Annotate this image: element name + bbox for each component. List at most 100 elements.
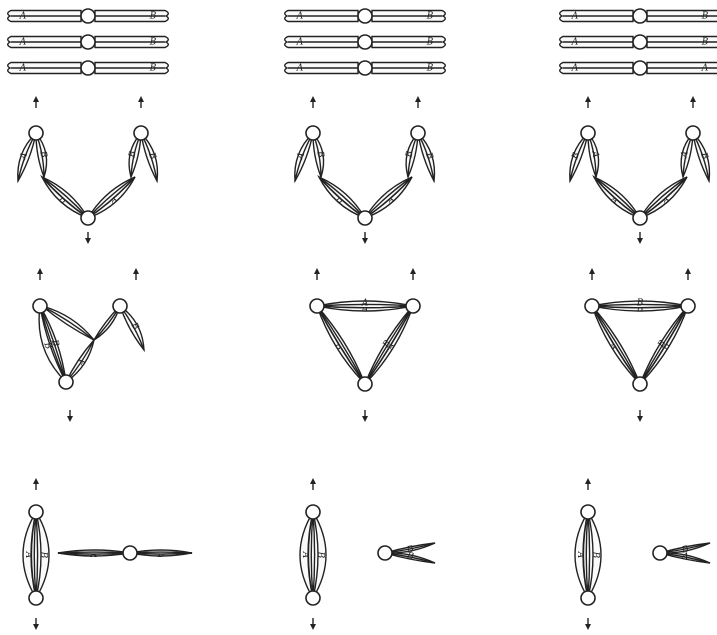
centromere [378,546,392,560]
chromatid-outline [42,177,88,218]
arrow-head [37,268,43,274]
centromere [411,126,425,140]
arrow-down [310,618,316,630]
chromatid-outline [319,177,365,218]
arrow-up [310,96,316,108]
allele-label: A [19,12,27,22]
chromatid-arm [365,177,412,218]
arrow-head [415,96,421,102]
centromere [81,211,95,225]
centromere [81,9,95,23]
chromatid-arm [640,177,687,218]
allele-label: B [636,299,644,309]
centromere [358,9,372,23]
allele-label: A [19,38,27,48]
arrow-head [637,416,643,422]
arrow-up [33,478,39,490]
chromatid-outline [640,177,687,218]
arrow-head [362,238,368,244]
chromatid-arm [88,177,135,218]
allele-label: A [571,38,579,48]
arrow-head [690,96,696,102]
arrow-head [33,624,39,630]
centromere [681,299,695,313]
arrow-up [690,96,696,108]
allele-label: B [149,12,157,22]
centromere [306,591,320,605]
chromatid-outline [365,177,412,218]
centromere [29,505,43,519]
arrow-head [67,416,73,422]
centromere [633,35,647,49]
allele-label: A [296,38,304,48]
centromere [310,299,324,313]
arrow-down [585,618,591,630]
arrow-up [310,478,316,490]
allele-label: B [149,64,157,74]
arrow-head [685,268,691,274]
chromosome: AB [285,61,446,75]
arrow-head [310,96,316,102]
centromere [686,126,700,140]
chromatid-arm [319,177,365,218]
centromere [581,505,595,519]
arrow-head [637,238,643,244]
chromatid-arm: B [592,299,688,309]
centromere [81,35,95,49]
allele-label: B [149,38,157,48]
chromatid-arm [130,550,192,554]
centromere [633,211,647,225]
arrow-head [314,268,320,274]
centromere [581,126,595,140]
centromere [358,61,372,75]
arrow-head [33,478,39,484]
arrow-up [314,268,320,280]
allele-label: B [426,64,434,74]
allele-label: A [701,64,709,74]
centromere [113,299,127,313]
centromere [358,211,372,225]
allele-label: B [426,38,434,48]
arrow-head [138,96,144,102]
chromatid-arm [592,306,640,384]
allele-label: B [701,38,709,48]
arrow-up [133,268,139,280]
allele-label: B [405,551,415,562]
chromatid-arm [58,550,130,554]
centromere [33,299,47,313]
arrow-up [415,96,421,108]
arrow-down [637,410,643,422]
arrow-down [67,410,73,422]
arrow-up [585,478,591,490]
centromere [406,299,420,313]
chromatid-outline [88,177,135,218]
chromatid-arm [594,177,640,218]
arrow-down [637,232,643,244]
centromere [653,546,667,560]
arrow-up [37,268,43,280]
centromere [633,9,647,23]
allele-label: B [701,12,709,22]
centromere [585,299,599,313]
centromere [134,126,148,140]
arrow-head [310,478,316,484]
arrow-up [589,268,595,280]
arrow-head [33,96,39,102]
arrow-head [585,624,591,630]
centromere [633,61,647,75]
allele-label: A [19,64,27,74]
arrow-head [585,478,591,484]
centromere [581,591,595,605]
allele-label: A [571,12,579,22]
chromatid-arm [42,177,88,218]
allele-label: A [361,299,369,309]
arrow-down [362,410,368,422]
arrow-up [33,96,39,108]
